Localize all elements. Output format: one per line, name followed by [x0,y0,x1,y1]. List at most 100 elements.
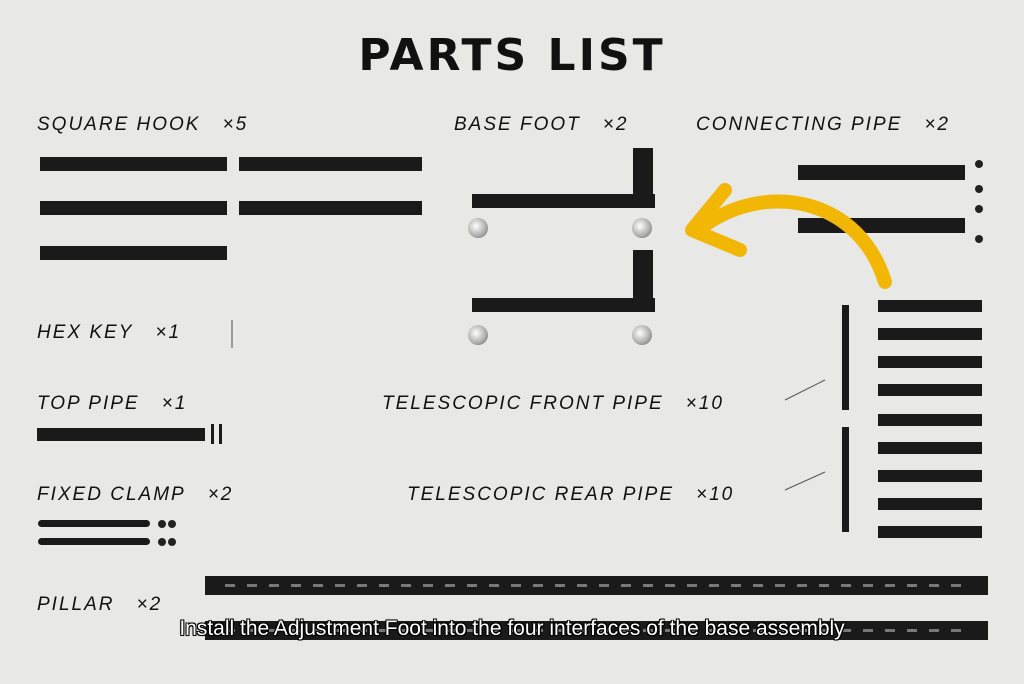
nut-image [168,538,176,546]
pillar-slot [775,584,785,587]
pillar-slot [269,629,279,632]
pillar-slot [643,584,653,587]
adjustment-foot-image [632,325,652,345]
square-hook-image [239,157,422,171]
telescopic-pipe-image [878,526,982,538]
pillar-slot [533,584,543,587]
pillar-slot [357,584,367,587]
pillar-slot [621,584,631,587]
bolt-image [975,235,983,243]
pillar-slot [511,584,521,587]
bolt-image [975,160,983,168]
base-foot-upright [633,148,653,208]
part-name: SQUARE HOOK [37,114,201,135]
pillar-slot [951,584,961,587]
part-qty: ×2 [136,594,163,615]
pillar-slot [225,584,235,587]
label-connecting-pipe: CONNECTING PIPE ×2 [696,114,950,136]
bolt-image [975,205,983,213]
pillar-slot [665,629,675,632]
pillar-slot [489,584,499,587]
pillar-slot [863,584,873,587]
part-qty: ×2 [924,114,950,135]
pillar-slot [577,584,587,587]
part-name: CONNECTING PIPE [696,114,903,135]
pillar-slot [819,629,829,632]
pillar-slot [313,584,323,587]
pillar-slot [247,584,257,587]
pillar-slot [599,629,609,632]
pillar-slot [797,584,807,587]
telescopic-pipe-image [878,300,982,312]
pillar-slot [445,584,455,587]
pillar-slot [753,629,763,632]
pillar-slot [775,629,785,632]
part-name: PILLAR [37,594,115,615]
pillar-slot [511,629,521,632]
pillar-slot [379,584,389,587]
base-foot-image [472,194,655,208]
pillar-slot [423,584,433,587]
pillar-slot [885,584,895,587]
part-name: BASE FOOT [454,114,581,135]
pillar-slot [313,629,323,632]
label-hex-key: HEX KEY×1 [37,322,181,344]
pillar-slot [489,629,499,632]
video-subtitle: Install the Adjustment Foot into the fou… [179,617,845,640]
page-title: PARTS LIST [358,30,666,81]
nut-image [158,520,166,528]
connecting-pipe-image [798,165,965,180]
base-foot-image [472,298,655,312]
telescopic-front-pipe-upright [842,305,849,410]
pillar-image [205,576,988,595]
pillar-slot [885,629,895,632]
part-qty: ×10 [685,393,724,414]
nut-image [158,538,166,546]
pillar-image [205,621,988,640]
pillar-slot [621,629,631,632]
pillar-slot [797,629,807,632]
pillar-slot [335,584,345,587]
square-hook-image [40,157,227,171]
pillar-slot [445,629,455,632]
pillar-slot [555,584,565,587]
label-telescopic-rear-pipe: TELESCOPIC REAR PIPE×10 [407,484,734,506]
pillar-slot [247,629,257,632]
label-fixed-clamp: FIXED CLAMP ×2 [37,484,233,506]
pillar-slot [665,584,675,587]
part-qty: ×1 [155,322,182,343]
adjustment-foot-image [632,218,652,238]
part-name: FIXED CLAMP [37,484,186,505]
pillar-slot [643,629,653,632]
pillar-slot [357,629,367,632]
part-qty: ×2 [602,114,629,135]
pillar-slot [709,584,719,587]
pillar-slot [687,584,697,587]
pillar-slot [731,629,741,632]
label-pillar: PILLAR ×2 [37,594,162,616]
telescopic-pipe-image [878,414,982,426]
pillar-slot [467,629,477,632]
pillar-slot [863,629,873,632]
pillar-slot [291,629,301,632]
base-foot-upright [633,250,653,312]
pillar-slot [907,584,917,587]
fixed-clamp-image [38,538,150,545]
pillar-slot [335,629,345,632]
pillar-slot [841,584,851,587]
telescopic-pipe-image [878,442,982,454]
pillar-slot [555,629,565,632]
pillar-slot [929,584,939,587]
pillar-slot [225,629,235,632]
adjustment-foot-image [468,325,488,345]
pillar-slot [709,629,719,632]
pillar-slot [687,629,697,632]
adjustment-foot-image [468,218,488,238]
part-qty: ×10 [696,484,735,505]
part-qty: ×2 [207,484,234,505]
square-hook-image [40,201,227,215]
telescopic-pipe-image [878,384,982,396]
pillar-slot [753,584,763,587]
hex-key-image [231,320,233,348]
label-square-hook: SQUARE HOOK×5 [37,114,248,136]
